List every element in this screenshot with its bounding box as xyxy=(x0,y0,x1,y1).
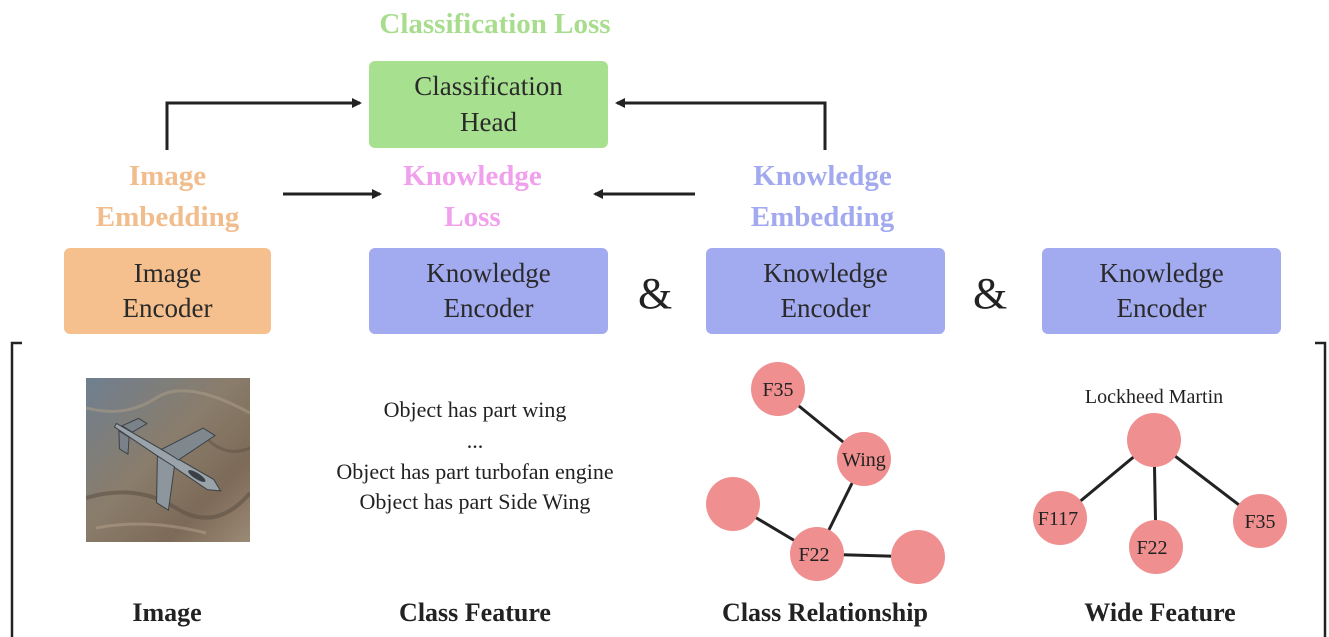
knowledge-encoder-box-1: Knowledge Encoder xyxy=(369,248,608,334)
node-f35-wide xyxy=(1233,494,1287,548)
knowledge-encoder-3-line-1: Knowledge xyxy=(1099,257,1224,288)
aircraft-image xyxy=(86,378,250,542)
node-f35 xyxy=(751,362,805,416)
knowledge-to-head-arrow xyxy=(615,98,827,150)
knowledge-encoder-2-line-2: Encoder xyxy=(780,293,871,323)
knowledge-encoder-box-3: Knowledge Encoder xyxy=(1042,248,1281,334)
knowledge-encoder-1-line-2: Encoder xyxy=(443,293,534,323)
root-label-lockheed-martin: Lockheed Martin xyxy=(1085,386,1223,408)
node-label-f35-wide: F35 xyxy=(1244,511,1275,533)
node-unlabeled-1 xyxy=(706,477,760,531)
classification-head-box: Classification Head xyxy=(369,61,608,148)
node-f117 xyxy=(1033,491,1087,545)
right-bracket xyxy=(1315,341,1327,637)
image-encoder-box: Image Encoder xyxy=(64,248,271,334)
left-bracket xyxy=(10,341,22,637)
image-encoder-line-1: Image xyxy=(133,257,202,288)
class-feature-line-1: Object has part wing xyxy=(383,397,567,422)
node-lockheed xyxy=(1127,413,1181,467)
class-feature-line-2: ... xyxy=(466,427,484,453)
knowledge-encoder-box-2: Knowledge Encoder xyxy=(706,248,945,334)
knowledge-encoder-2-line-1: Knowledge xyxy=(763,257,888,288)
node-label-f22: F22 xyxy=(798,544,829,566)
knowledge-loss-label: Knowledge Loss xyxy=(403,160,542,234)
bottom-label-class-relationship: Class Relationship xyxy=(722,598,928,627)
image-embedding-label: Image Embedding xyxy=(95,160,240,234)
class-feature-text: Object has part wing ... Object has part… xyxy=(300,395,650,518)
node-unlabeled-2 xyxy=(891,530,945,584)
knowledge-encoder-3-line-2: Encoder xyxy=(1116,293,1207,323)
classification-head-line-2: Head xyxy=(460,106,517,137)
node-wing xyxy=(837,432,891,486)
node-label-f35: F35 xyxy=(762,379,793,401)
and-symbol-1: & xyxy=(638,269,673,318)
node-f22-wide xyxy=(1129,520,1183,574)
classification-loss-label: Classification Loss xyxy=(379,8,611,40)
bottom-label-wide-feature: Wide Feature xyxy=(1084,598,1236,627)
node-label-f22-wide: F22 xyxy=(1136,537,1167,559)
bottom-label-class-feature: Class Feature xyxy=(399,598,551,627)
image-to-head-arrow xyxy=(165,98,362,150)
classification-head-line-1: Classification xyxy=(414,71,563,102)
node-label-f117: F117 xyxy=(1038,508,1078,530)
bottom-label-image: Image xyxy=(132,598,202,627)
class-feature-line-3: Object has part turbofan engine xyxy=(336,458,614,484)
node-label-wing: Wing xyxy=(842,449,886,471)
node-f22 xyxy=(790,527,844,581)
knowledge-encoder-1-line-1: Knowledge xyxy=(426,257,551,288)
class-feature-line-4: Object has part Side Wing xyxy=(359,489,591,515)
and-symbol-2: & xyxy=(973,269,1008,318)
image-encoder-line-2: Encoder xyxy=(122,293,213,323)
knowledge-embedding-label: Knowledge Embedding xyxy=(750,160,895,234)
